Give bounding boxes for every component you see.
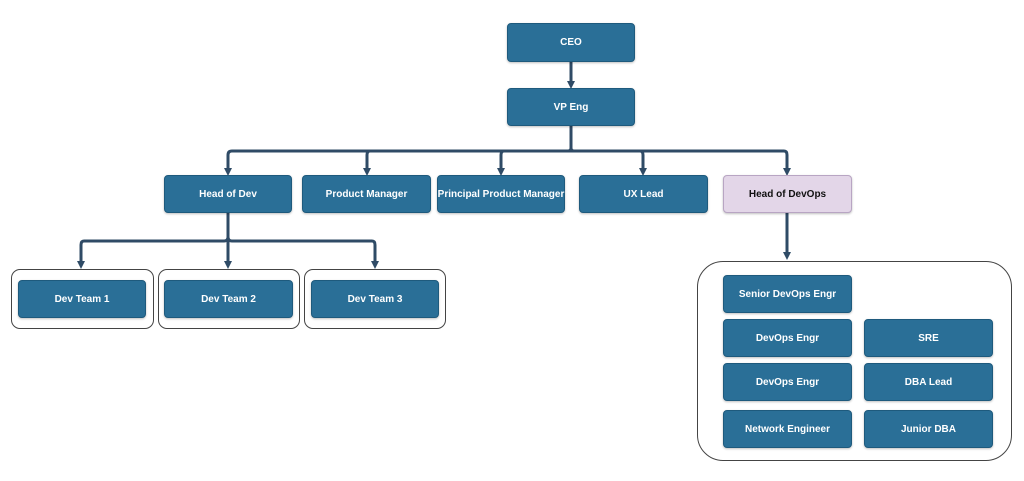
node-dba-lead[interactable]: DBA Lead [864, 363, 993, 401]
node-ux-lead[interactable]: UX Lead [579, 175, 708, 213]
node-network-engineer[interactable]: Network Engineer [723, 410, 852, 448]
node-dev-team-2[interactable]: Dev Team 2 [164, 280, 293, 318]
node-product-manager[interactable]: Product Manager [302, 175, 431, 213]
node-head-of-dev[interactable]: Head of Dev [164, 175, 292, 213]
node-head-of-devops[interactable]: Head of DevOps [723, 175, 852, 213]
connector-dev-team-1 [77, 213, 230, 269]
node-dev-team-3[interactable]: Dev Team 3 [311, 280, 439, 318]
node-devops-engr-2[interactable]: DevOps Engr [723, 363, 852, 401]
node-dev-team-1[interactable]: Dev Team 1 [18, 280, 146, 318]
node-sre[interactable]: SRE [864, 319, 993, 357]
connector-vp-principal-pm [497, 149, 571, 176]
node-principal-product-manager[interactable]: Principal Product Manager [437, 175, 565, 213]
connector-vp-head-of-dev [224, 126, 573, 176]
connector-vp-head-of-devops [569, 147, 791, 176]
node-junior-dba[interactable]: Junior DBA [864, 410, 993, 448]
node-devops-engr-1[interactable]: DevOps Engr [723, 319, 852, 357]
node-senior-devops-engr[interactable]: Senior DevOps Engr [723, 275, 852, 313]
node-ceo[interactable]: CEO [507, 23, 635, 62]
connector-vp-ux-lead [571, 149, 647, 176]
connector-dev-team-3 [226, 236, 379, 269]
node-vp-eng[interactable]: VP Eng [507, 88, 635, 126]
connector-vp-product-manager [363, 149, 571, 176]
